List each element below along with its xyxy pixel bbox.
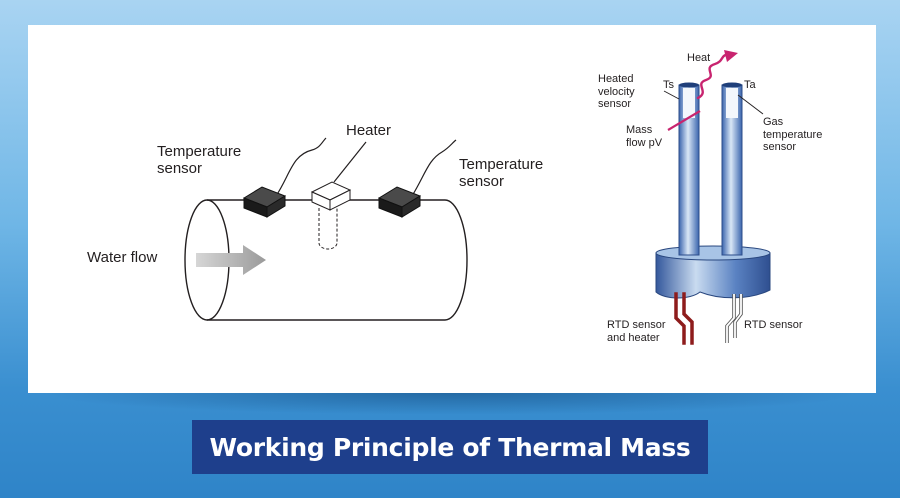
temperature-sensor-left-label: Temperature sensor [157, 143, 241, 178]
right-temperature-sensor-block [377, 186, 422, 218]
heated-velocity-line1: Heated [598, 73, 634, 85]
panel-shadow [40, 393, 864, 415]
water-flow-arrow [196, 245, 266, 275]
heat-label: Heat [687, 52, 711, 64]
gas-temperature-line2: temperature [763, 128, 823, 141]
temperature-sensor-left-line1: Temperature [157, 143, 242, 160]
mass-flow-line2: flow pV [626, 136, 663, 149]
gas-temperature-line3: sensor [763, 141, 797, 154]
rtd-heater-wires [674, 292, 694, 345]
ta-leader [737, 94, 764, 115]
mass-flow-line1: Mass [626, 124, 653, 136]
heat-wave-arrow [696, 50, 738, 100]
left-sensor-wire [275, 137, 327, 197]
gas-temperature-tube [721, 82, 743, 256]
mass-flow-label: Mass flow pV [626, 124, 662, 149]
rtd-heater-line1: RTD sensor [607, 319, 666, 331]
ta-label: Ta [744, 79, 756, 91]
heated-velocity-sensor-label: Heated velocity sensor [598, 73, 635, 111]
left-temperature-sensor-block [242, 186, 287, 218]
probe-collar [655, 245, 771, 299]
gas-temperature-line1: Gas [763, 116, 784, 128]
gas-temperature-sensor-label: Gas temperature sensor [763, 116, 822, 154]
right-sensor-wire [411, 139, 457, 197]
heater-label: Heater [346, 122, 392, 139]
temperature-sensor-right-line1: Temperature [459, 156, 544, 173]
temperature-sensor-left-line2: sensor [157, 160, 203, 178]
ts-label: Ts [663, 79, 674, 91]
heated-velocity-line3: sensor [598, 98, 632, 111]
temperature-sensor-right-line2: sensor [459, 173, 505, 191]
ts-leader [663, 90, 680, 100]
rtd-sensor-label: RTD sensor [744, 319, 803, 331]
rtd-heater-line2: and heater [607, 331, 660, 344]
temperature-sensor-right-label: Temperature sensor [459, 156, 543, 191]
heater-leader [333, 141, 367, 183]
rtd-sensor-heater-label: RTD sensor and heater [607, 319, 665, 344]
heater-probe [318, 208, 338, 250]
heater-block [310, 181, 352, 211]
page-title: Working Principle of Thermal Mass [209, 432, 691, 462]
heated-velocity-line2: velocity [598, 85, 635, 98]
mass-flow-line [667, 110, 701, 131]
heated-velocity-tube [678, 82, 700, 256]
water-flow-label: Water flow [87, 249, 158, 266]
title-banner: Working Principle of Thermal Mass [192, 420, 708, 474]
